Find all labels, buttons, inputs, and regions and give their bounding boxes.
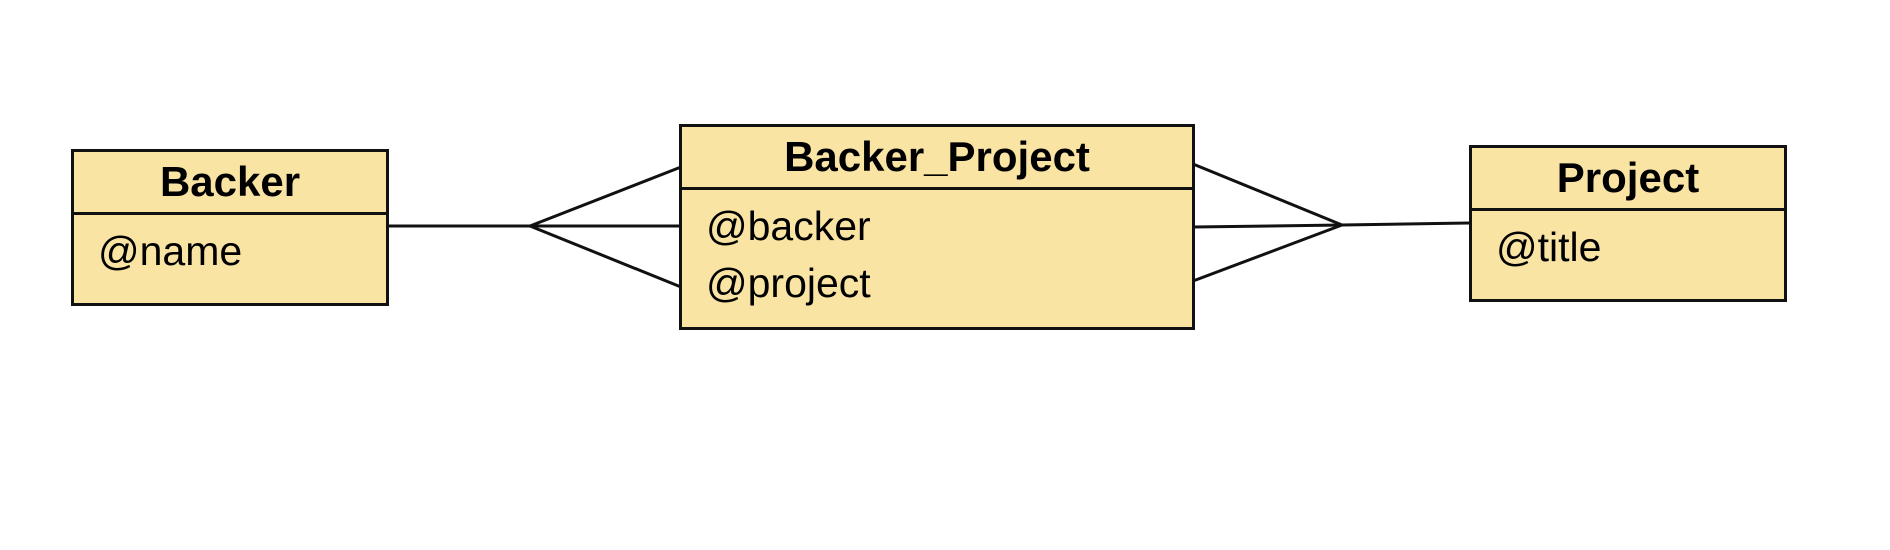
entity-title: Backer bbox=[74, 152, 386, 215]
entity-attributes: @title bbox=[1472, 211, 1784, 276]
attribute-backer: @backer bbox=[706, 203, 871, 249]
relationship-project-backer-project bbox=[1192, 162, 1470, 283]
crows-foot-upper bbox=[529, 165, 682, 228]
crows-foot-lower bbox=[529, 224, 682, 289]
entity-backer-project[interactable]: Backer_Project @backer @project bbox=[679, 124, 1195, 330]
relationship-backer-backer-project bbox=[389, 165, 682, 289]
attribute-project: @project bbox=[706, 260, 871, 306]
entity-backer[interactable]: Backer @name bbox=[71, 149, 389, 306]
entity-title: Project bbox=[1472, 148, 1784, 211]
connector-line bbox=[1341, 221, 1470, 227]
attribute-title: @title bbox=[1496, 224, 1602, 270]
entity-attributes: @backer @project bbox=[682, 190, 1192, 312]
crows-foot-upper bbox=[1192, 162, 1343, 227]
entity-project[interactable]: Project @title bbox=[1469, 145, 1787, 302]
attribute-name: @name bbox=[98, 228, 243, 274]
crows-foot-lower bbox=[1192, 223, 1343, 283]
entity-title: Backer_Project bbox=[682, 127, 1192, 190]
crows-foot-middle bbox=[1192, 223, 1343, 229]
entity-attributes: @name bbox=[74, 215, 386, 280]
